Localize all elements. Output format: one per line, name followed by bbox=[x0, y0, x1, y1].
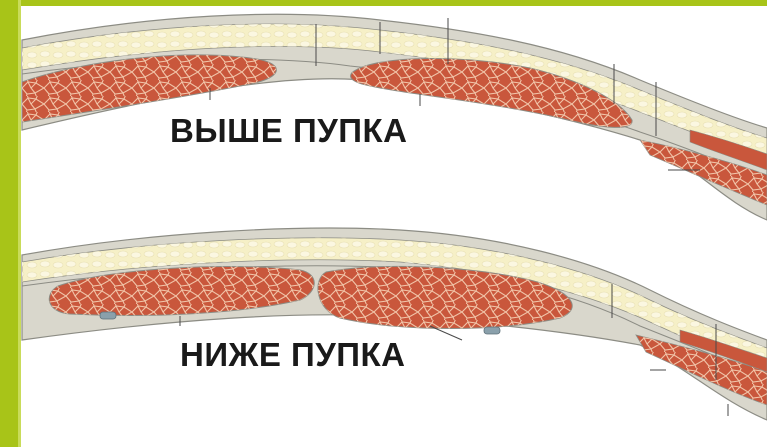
label-above-navel: ВЫШЕ ПУПКА bbox=[170, 112, 407, 150]
label-below-navel: НИЖЕ ПУПКА bbox=[180, 336, 406, 374]
section-below-navel bbox=[22, 228, 767, 420]
vessel-right bbox=[484, 327, 500, 334]
vessel-left bbox=[100, 312, 116, 319]
